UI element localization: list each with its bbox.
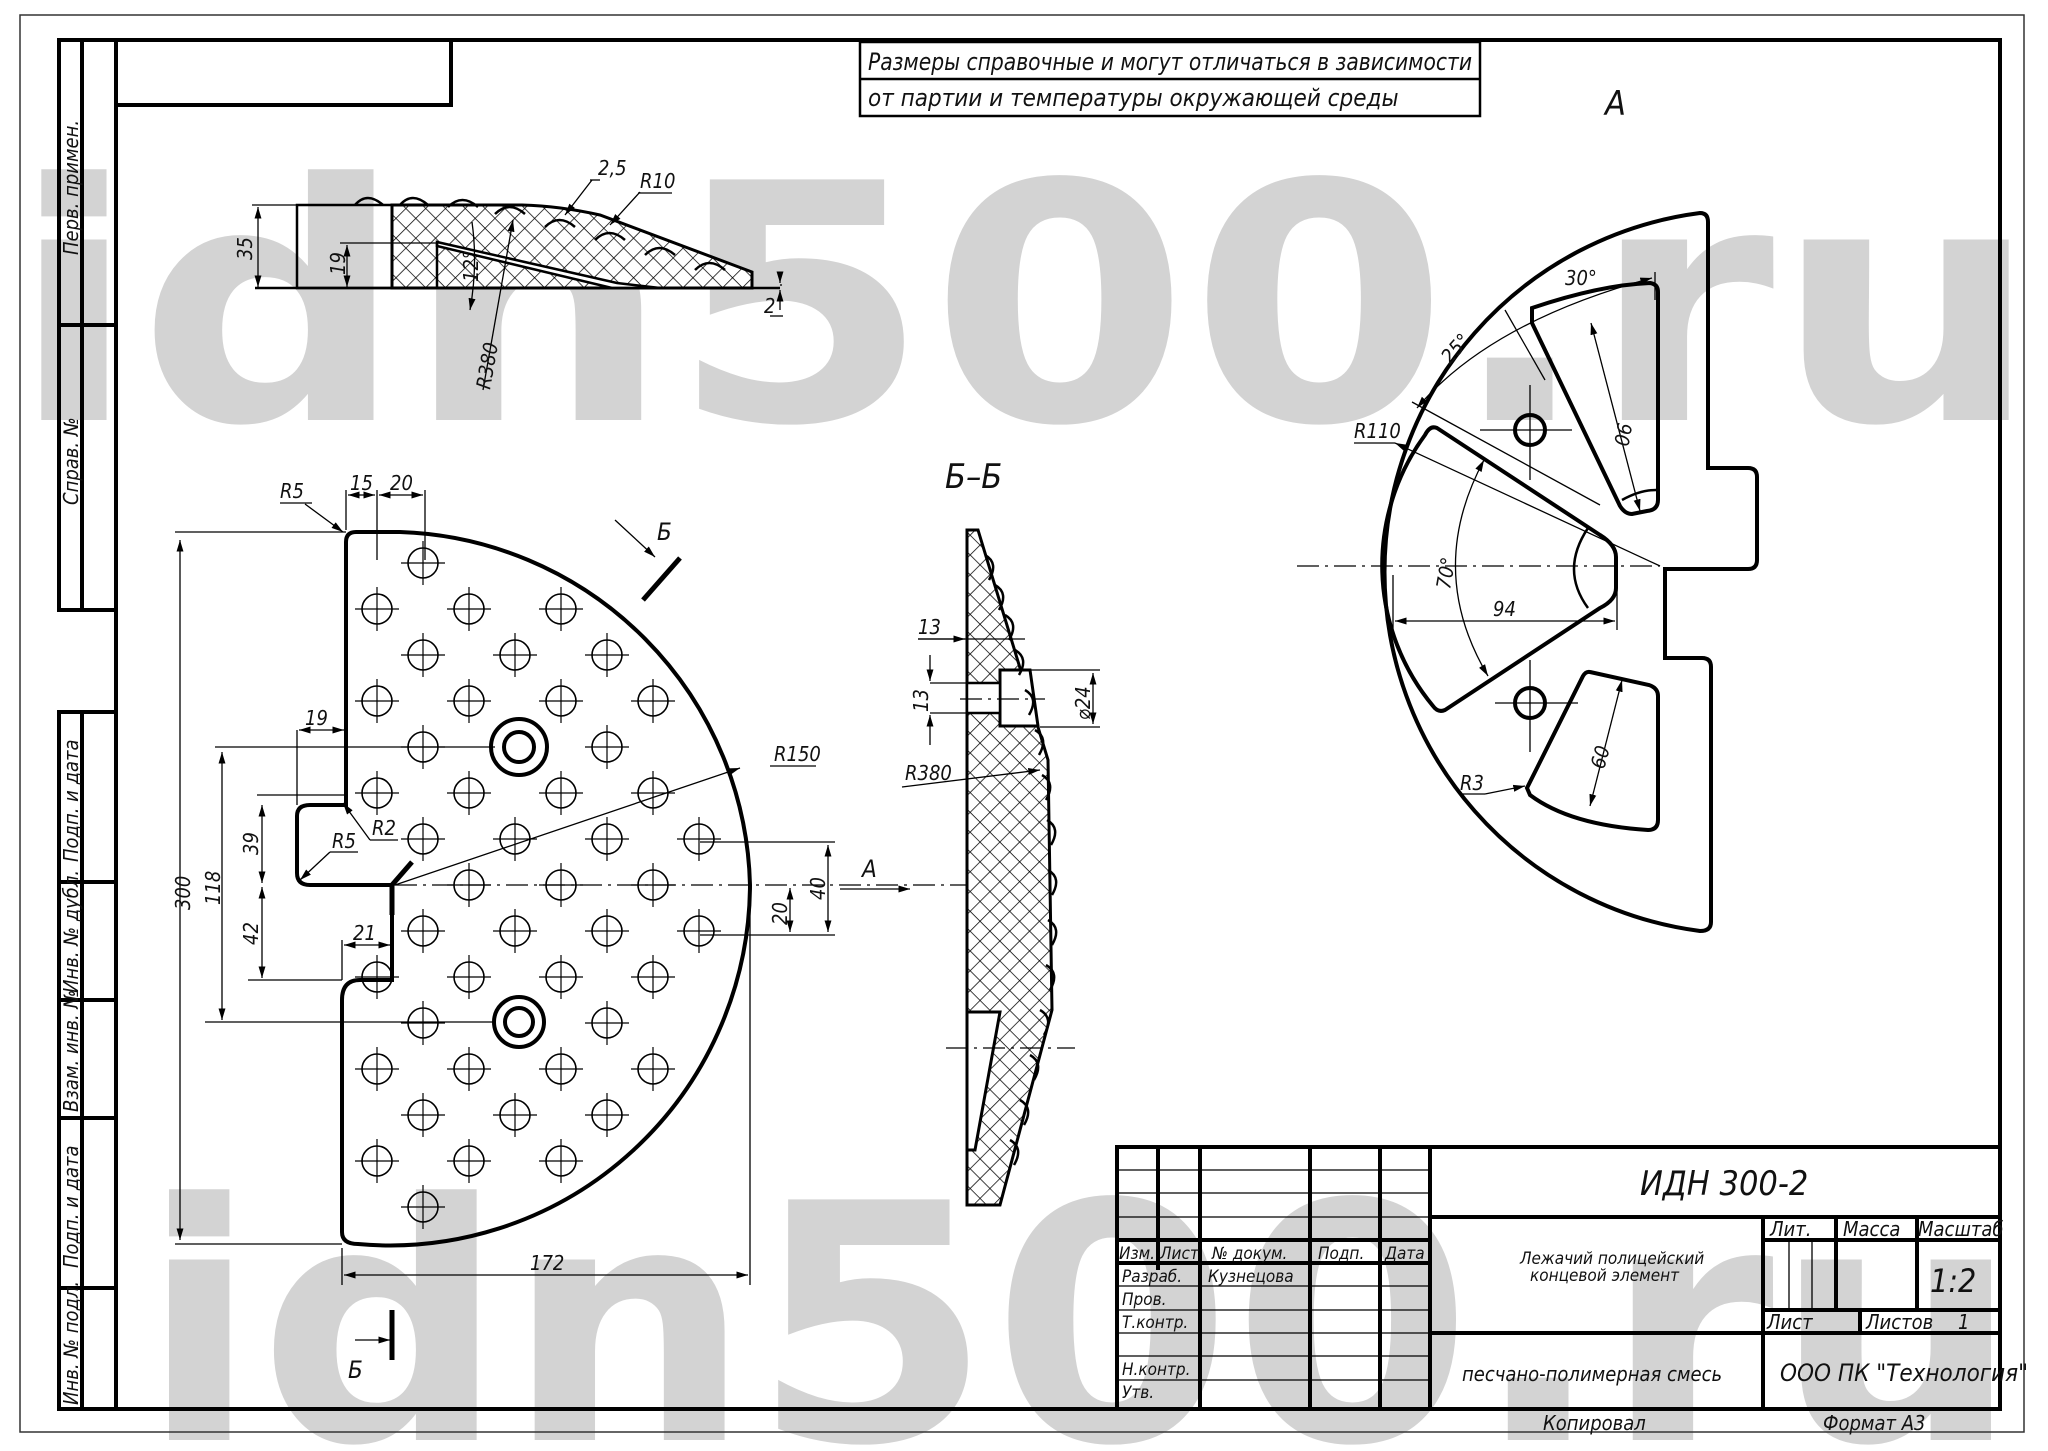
- role-razrab: Разраб.: [1122, 1267, 1182, 1287]
- dim-phi24: ⌀24: [1071, 686, 1095, 720]
- title-block: Изм. Лист № докум. Подп. Дата Разраб. Ку…: [1115, 1145, 2028, 1435]
- section-bb: Б–Б 13 13 ⌀24 R380: [901, 457, 1100, 1207]
- role-utv: Утв.: [1122, 1383, 1154, 1403]
- watermark: idn500.ru idn500.ru: [10, 114, 2040, 1451]
- note-line-2: от партии и температуры окружающей среды: [868, 84, 1399, 112]
- outer-trim-frame: [19, 14, 2025, 1433]
- dim-118: 118: [201, 871, 225, 905]
- dim-12-deg: 12°: [459, 250, 483, 282]
- dim-60: 60: [1586, 743, 1615, 771]
- strip-vzam-inv: Взам. инв. №: [59, 990, 83, 1112]
- developer-name: Кузнецова: [1208, 1267, 1294, 1287]
- dim-21: 21: [353, 921, 376, 945]
- dim-13-vertical: 13: [909, 689, 933, 712]
- dim-94: 94: [1493, 597, 1516, 621]
- sheets-label: Листов: [1865, 1310, 1933, 1334]
- view-a: А 30° 25° 90 R110 70° 94 60: [1297, 84, 1759, 934]
- strip-podp-data-1: Подп. и дата: [59, 739, 83, 862]
- dim-172: 172: [530, 1251, 564, 1275]
- hdr-list: Лист: [1159, 1244, 1200, 1264]
- hdr-data: Дата: [1384, 1244, 1425, 1264]
- strip-podp-data-2: Подп. и дата: [59, 1145, 83, 1268]
- reference-note: Размеры справочные и могут отличаться в …: [858, 40, 1482, 118]
- profile-view: 35 19 12° R380 2,5 R10 2: [233, 156, 784, 391]
- dim-r5-mid: R5: [332, 829, 356, 853]
- note-line-1: Размеры справочные и могут отличаться в …: [868, 48, 1472, 76]
- copied-label: Копировал: [1543, 1411, 1646, 1435]
- dim-r3: R3: [1460, 771, 1484, 795]
- dim-20-bottom: 20: [768, 902, 792, 925]
- dim-19: 19: [326, 252, 350, 275]
- strip-inv-dubl: Инв. № дубл.: [59, 870, 83, 993]
- role-prov: Пров.: [1122, 1290, 1166, 1310]
- view-arrow-a: А: [860, 855, 877, 883]
- dim-19-plan: 19: [305, 706, 328, 730]
- anchor-hole-bottom: [492, 995, 546, 1049]
- dim-15: 15: [350, 471, 373, 495]
- material: песчано-полимерная смесь: [1462, 1362, 1722, 1386]
- dim-2-5: 2,5: [598, 156, 627, 180]
- dim-300: 300: [171, 876, 195, 910]
- dim-r10: R10: [640, 169, 675, 193]
- drawing-designation: ИДН 300-2: [1640, 1164, 1808, 1204]
- dim-r380-section: R380: [905, 761, 952, 785]
- watermark-top: idn500.ru: [10, 114, 2040, 498]
- hdr-ndoc: № докум.: [1211, 1244, 1287, 1264]
- role-nkontr: Н.контр.: [1122, 1360, 1190, 1380]
- masshtab-label: Масштаб: [1918, 1217, 2004, 1241]
- dim-90: 90: [1609, 421, 1637, 448]
- dim-70-deg: 70°: [1431, 555, 1460, 591]
- strip-sprav-no: Справ. №: [59, 417, 83, 505]
- watermark-bottom: idn500.ru: [140, 1134, 2020, 1447]
- dim-13-horizontal: 13: [918, 615, 941, 639]
- company-name: ООО ПК "Технология": [1780, 1359, 2028, 1387]
- dim-30-deg: 30°: [1565, 266, 1597, 290]
- part-name-line1: Лежачий полицейский: [1519, 1249, 1704, 1269]
- binding-strip: Перв. примен. Справ. № Подп. и дата Инв.…: [57, 38, 118, 1411]
- dim-r110: R110: [1354, 419, 1401, 443]
- plan-view: 300 118 39 42 19 21 172 15 20 R5 R2: [171, 471, 1010, 1384]
- role-tkontr: Т.контр.: [1122, 1313, 1188, 1333]
- dim-2: 2: [764, 294, 775, 318]
- strip-perv-primen: Перв. примен.: [59, 120, 83, 255]
- sheets-count: 1: [1958, 1310, 1969, 1334]
- dim-r150: R150: [774, 742, 821, 766]
- dim-r5-top: R5: [280, 479, 304, 503]
- anchor-hole-top: [489, 717, 549, 777]
- dim-r2: R2: [372, 816, 396, 840]
- lit-label: Лит.: [1769, 1217, 1811, 1241]
- view-a-title: А: [1603, 84, 1626, 124]
- part-name-line2: концевой элемент: [1530, 1266, 1680, 1286]
- scale-value: 1:2: [1930, 1262, 1976, 1300]
- top-left-box: [114, 38, 453, 107]
- dim-20-top: 20: [390, 471, 413, 495]
- dim-39: 39: [239, 832, 263, 855]
- hdr-izm: Изм.: [1119, 1244, 1155, 1264]
- section-mark-b-bottom: Б: [348, 1356, 363, 1384]
- massa-label: Масса: [1843, 1217, 1900, 1241]
- dim-42: 42: [239, 922, 263, 945]
- sheet-label: Лист: [1766, 1310, 1813, 1334]
- section-bb-title: Б–Б: [945, 457, 1002, 497]
- dim-35: 35: [233, 237, 257, 260]
- hdr-podp: Подп.: [1318, 1244, 1364, 1264]
- strip-inv-podl: Инв. № подл.: [59, 1281, 83, 1405]
- dim-40: 40: [806, 877, 830, 900]
- section-mark-b-top: Б: [657, 518, 672, 546]
- format-label: Формат А3: [1823, 1411, 1925, 1435]
